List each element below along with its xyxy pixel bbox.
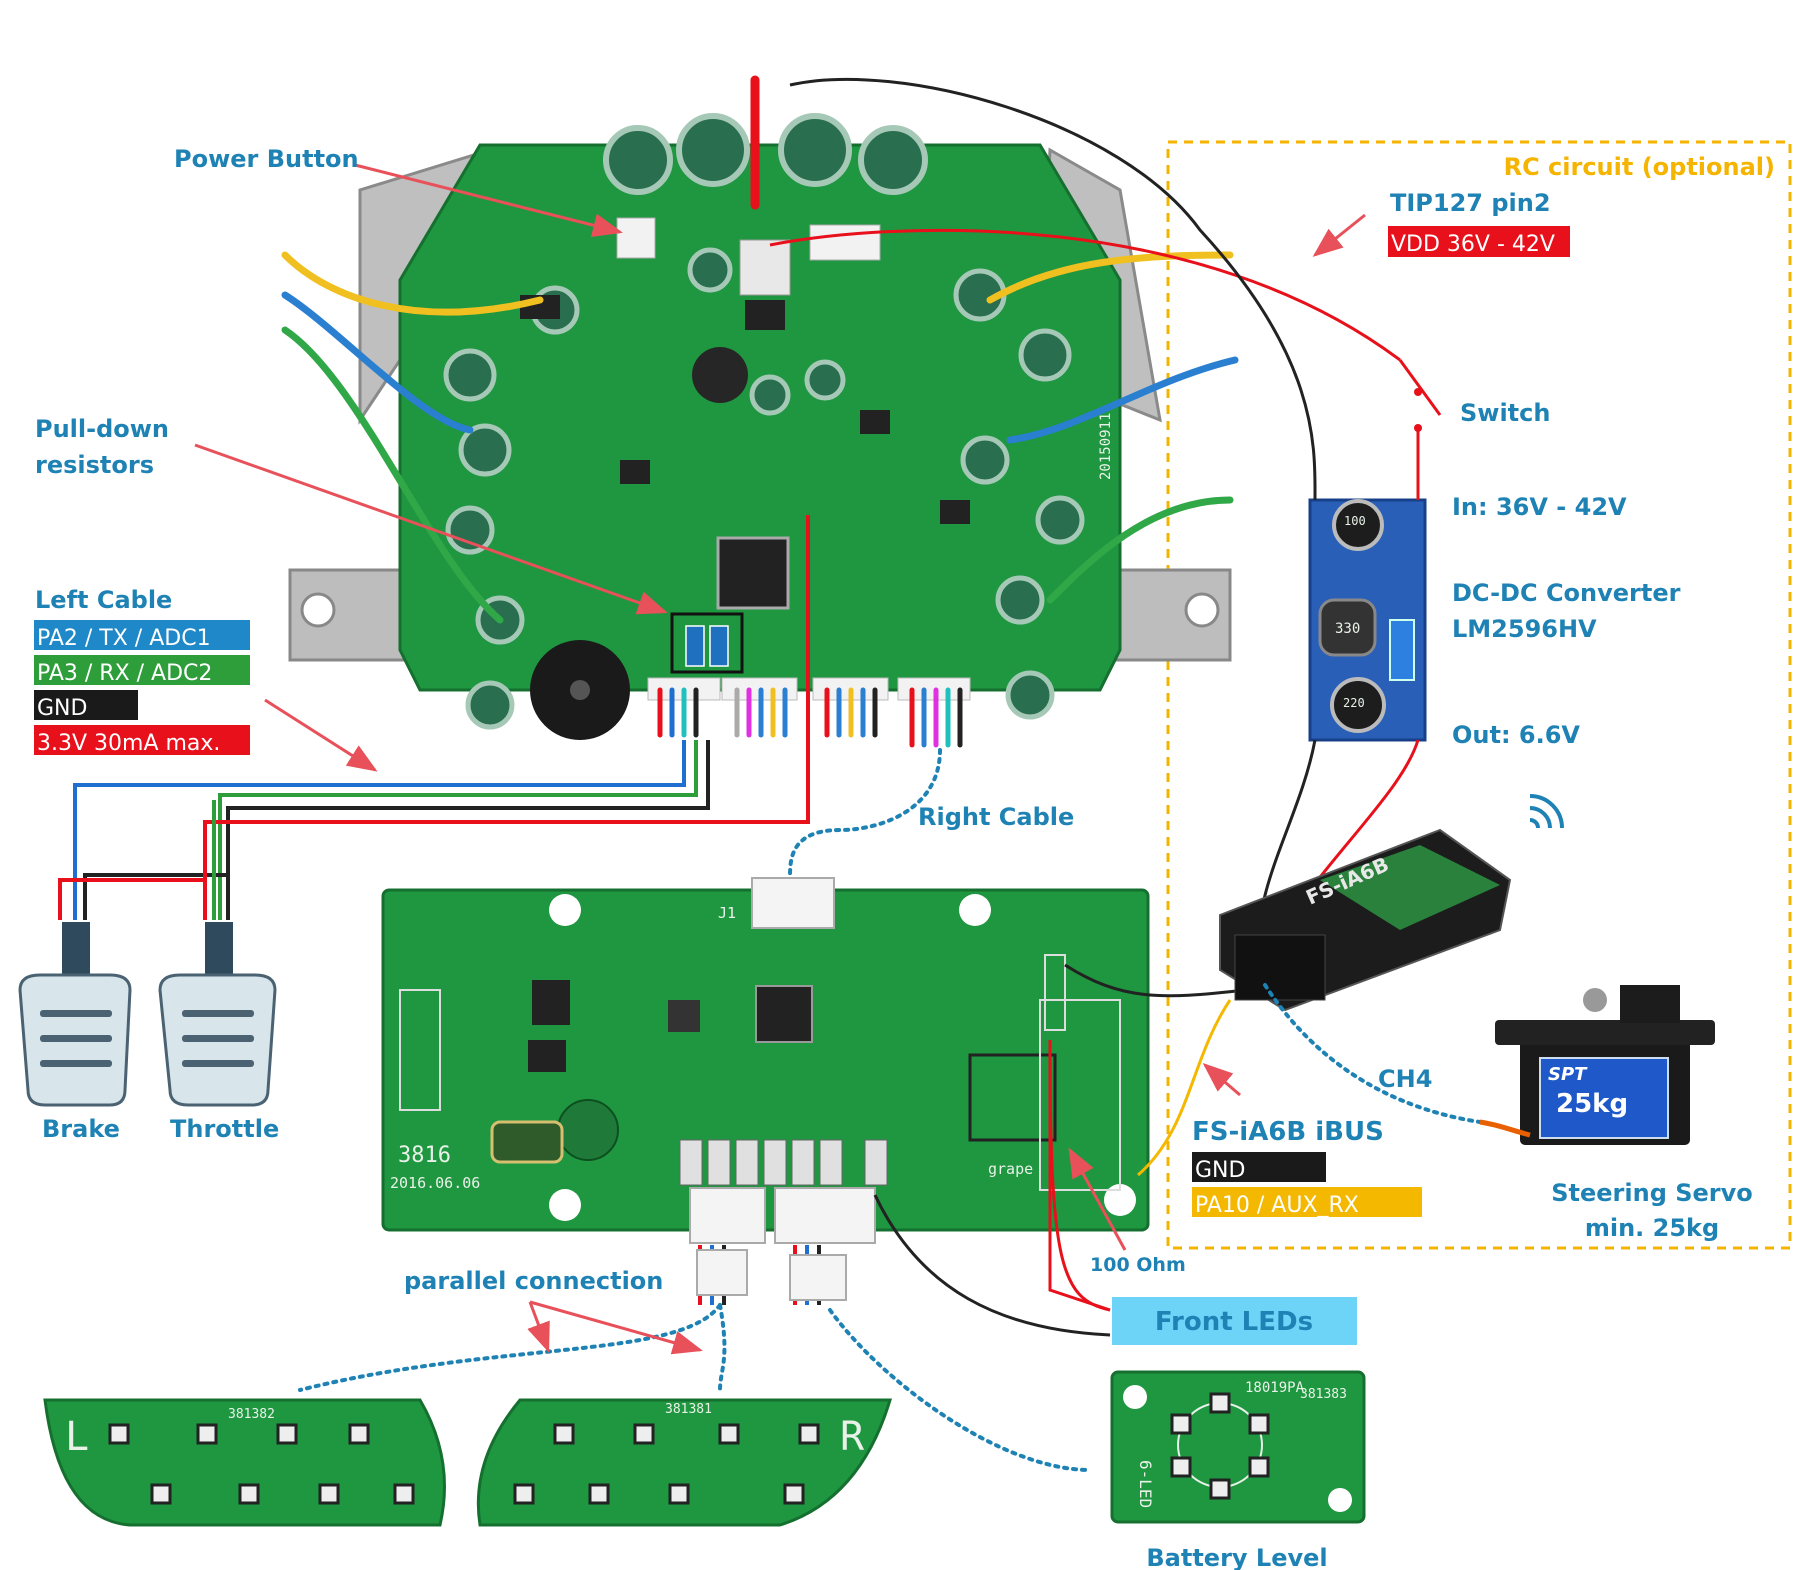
out-voltage-label: Out: 6.6V	[1452, 721, 1580, 749]
converter-cap-out: 220	[1343, 696, 1365, 710]
steering-servo: SPT 25kg	[1495, 985, 1715, 1145]
labels: Power Button Pull-down resistors Left Ca…	[35, 145, 1775, 1570]
servo-label-2: min. 25kg	[1585, 1214, 1719, 1242]
left-cable-pins: PA2 / TX / ADC1 PA3 / RX / ADC2 GND 3.3V…	[34, 620, 250, 756]
servo-lead	[1263, 983, 1482, 1124]
main-board: 20150911	[288, 113, 1232, 740]
ibus-rx-box	[1192, 1187, 1422, 1217]
dcdc-converter: 100 220 330	[1308, 498, 1427, 742]
j1-label: J1	[718, 904, 736, 922]
sensor-board: J1 3816 2016.06.06 grape	[381, 877, 1150, 1244]
left-letter: L	[65, 1414, 89, 1460]
sensor-board-code: 3816	[398, 1143, 451, 1168]
left-cable-label: Left Cable	[35, 586, 172, 614]
battery-board-side: 6-LED	[1136, 1460, 1155, 1508]
in-voltage-label: In: 36V - 42V	[1452, 493, 1627, 521]
switch-contact-bottom	[1414, 424, 1422, 432]
rc-circuit-box	[1166, 140, 1792, 1250]
servo-label-1: Steering Servo	[1551, 1179, 1753, 1207]
servo-brand: SPT	[1548, 1064, 1588, 1085]
pin-3v3-box	[34, 725, 250, 755]
battery-board-code: 18019PA	[1245, 1380, 1305, 1396]
front-leds-box	[1112, 1297, 1357, 1345]
battery-board-id: 381383	[1300, 1387, 1347, 1402]
sensor-board-date: 2016.06.06	[390, 1174, 480, 1192]
dotted-connections	[298, 748, 1092, 1472]
sensor-board-brand: grape	[988, 1160, 1033, 1178]
battery-level-board: 18019PA 381383 6-LED	[1110, 1370, 1366, 1524]
pedal-wires	[58, 515, 810, 920]
fs-ibus-label: FS-iA6B iBUS	[1192, 1117, 1384, 1147]
throttle-label: Throttle	[170, 1115, 279, 1143]
converter-inductor: 330	[1335, 621, 1360, 637]
main-board-wires	[281, 75, 1239, 748]
left-led-code: 381382	[228, 1407, 275, 1422]
parallel-connection-label: parallel connection	[404, 1267, 663, 1295]
brake-pedal	[18, 922, 132, 1107]
pin-pa3-label: PA3 / RX / ADC2	[37, 661, 212, 686]
pointer-arrows	[194, 163, 1366, 1355]
dcdc-label-2: LM2596HV	[1452, 615, 1597, 643]
power-button-label: Power Button	[174, 145, 359, 173]
dcdc-label-1: DC-DC Converter	[1452, 579, 1681, 607]
pin-3v3-label: 3.3V 30mA max.	[37, 731, 220, 756]
tip127-label: TIP127 pin2	[1390, 189, 1551, 217]
pin-pa3-box	[34, 655, 250, 685]
led-plug-left	[696, 1249, 748, 1296]
wifi-icon	[1529, 794, 1564, 829]
servo-weight: 25kg	[1556, 1089, 1628, 1119]
ibus-gnd-label: GND	[1195, 1158, 1245, 1183]
vdd-label: VDD 36V - 42V	[1391, 232, 1555, 257]
vdd-box	[1388, 226, 1570, 257]
pin-pa2-box	[34, 620, 250, 650]
pin-gnd-box	[34, 690, 138, 720]
right-letter: R	[840, 1414, 865, 1460]
ch4-label: CH4	[1378, 1065, 1432, 1093]
front-leds-label: Front LEDs	[1155, 1307, 1313, 1337]
right-cable-label: Right Cable	[918, 803, 1074, 831]
right-led-code: 381381	[665, 1402, 712, 1417]
ibus-gnd-box	[1192, 1152, 1326, 1182]
rc-circuit-label: RC circuit (optional)	[1504, 153, 1775, 181]
pull-down-label-2: resistors	[35, 451, 154, 479]
ohm-label: 100 Ohm	[1090, 1254, 1186, 1276]
left-led-board: L 381382	[43, 1398, 446, 1527]
main-board-date: 20150911	[1098, 413, 1114, 480]
throttle-pedal	[158, 922, 277, 1107]
pin-pa2-label: PA2 / TX / ADC1	[37, 626, 211, 651]
battery-level-label: Battery Level	[1146, 1544, 1327, 1570]
brake-label: Brake	[42, 1115, 120, 1143]
ibus-pins: GND PA10 / AUX_RX	[1192, 1152, 1422, 1218]
pin-gnd-label: GND	[37, 696, 87, 721]
switch-label: Switch	[1460, 399, 1550, 427]
switch-contact-top	[1414, 388, 1422, 396]
pull-down-label-1: Pull-down	[35, 415, 169, 443]
led-plug-right	[789, 1254, 847, 1301]
rc-receiver: FS-iA6B	[1219, 828, 1512, 1012]
servo-plug	[1479, 1119, 1531, 1138]
ibus-rx-label: PA10 / AUX_RX	[1195, 1193, 1359, 1218]
converter-cap-in: 100	[1344, 514, 1366, 528]
right-led-board: R 381381	[476, 1398, 893, 1527]
